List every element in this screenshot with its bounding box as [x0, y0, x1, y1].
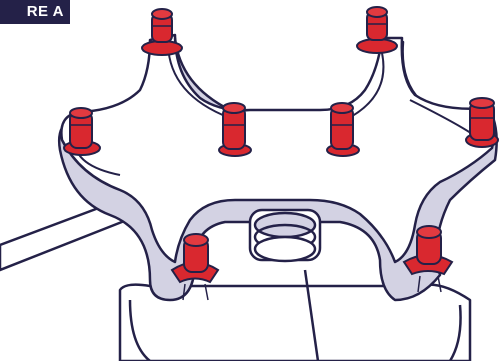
- cap-top-right: [357, 7, 397, 53]
- cap-top-left: [142, 9, 182, 55]
- hub: [250, 210, 320, 261]
- cap-right: [466, 98, 498, 147]
